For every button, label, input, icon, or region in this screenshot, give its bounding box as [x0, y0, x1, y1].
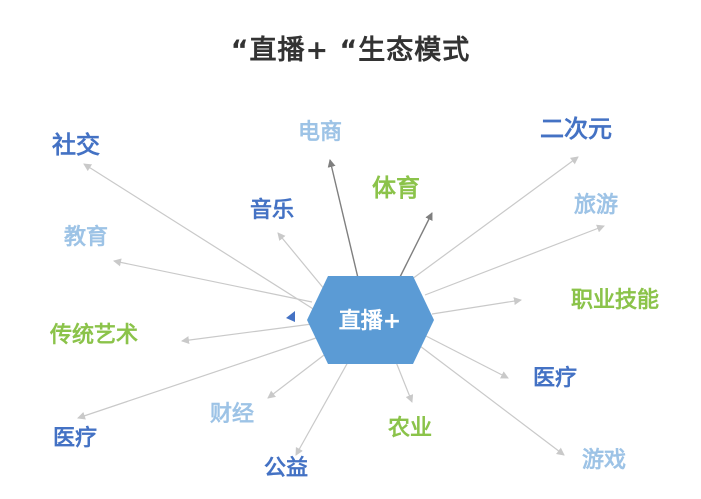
node-finance: 财经 — [210, 402, 255, 427]
spoke-vocational — [431, 297, 522, 315]
node-traditional-arts: 传统艺术 — [50, 323, 139, 348]
spoke-charity — [295, 361, 349, 456]
node-vocational: 职业技能 — [571, 288, 660, 313]
spoke-traditional-arts — [181, 323, 313, 345]
spoke-social — [83, 163, 319, 313]
spoke-medical-right — [425, 335, 509, 379]
node-ecommerce: 电商 — [298, 120, 343, 145]
hub-label: 直播+ — [338, 309, 402, 334]
spoke-medical-left — [77, 337, 317, 420]
node-medical-left: 医疗 — [53, 426, 98, 451]
node-music: 音乐 — [250, 198, 295, 223]
node-charity: 公益 — [264, 456, 309, 481]
node-games: 游戏 — [582, 448, 627, 473]
spoke-education — [113, 258, 313, 303]
spoke-finance — [267, 351, 329, 399]
diagram-title: “直播+ “生态模式 — [230, 35, 471, 66]
spoke-music — [277, 232, 326, 291]
node-agriculture: 农业 — [388, 416, 433, 441]
node-travel: 旅游 — [574, 193, 619, 218]
spoke-travel — [424, 224, 605, 296]
spoke-agriculture — [395, 361, 414, 403]
spoke-games — [419, 345, 565, 456]
node-medical-right: 医疗 — [533, 366, 578, 391]
node-sports: 体育 — [372, 174, 420, 202]
spoke-sports — [399, 212, 433, 278]
hub-hexagon — [307, 276, 434, 364]
node-education: 教育 — [64, 225, 109, 250]
spoke-ecommerce — [327, 159, 359, 279]
node-social: 社交 — [52, 131, 100, 159]
node-anime: 二次元 — [540, 115, 612, 143]
accent-triangle-icon — [286, 311, 295, 322]
spoke-anime — [407, 156, 579, 283]
